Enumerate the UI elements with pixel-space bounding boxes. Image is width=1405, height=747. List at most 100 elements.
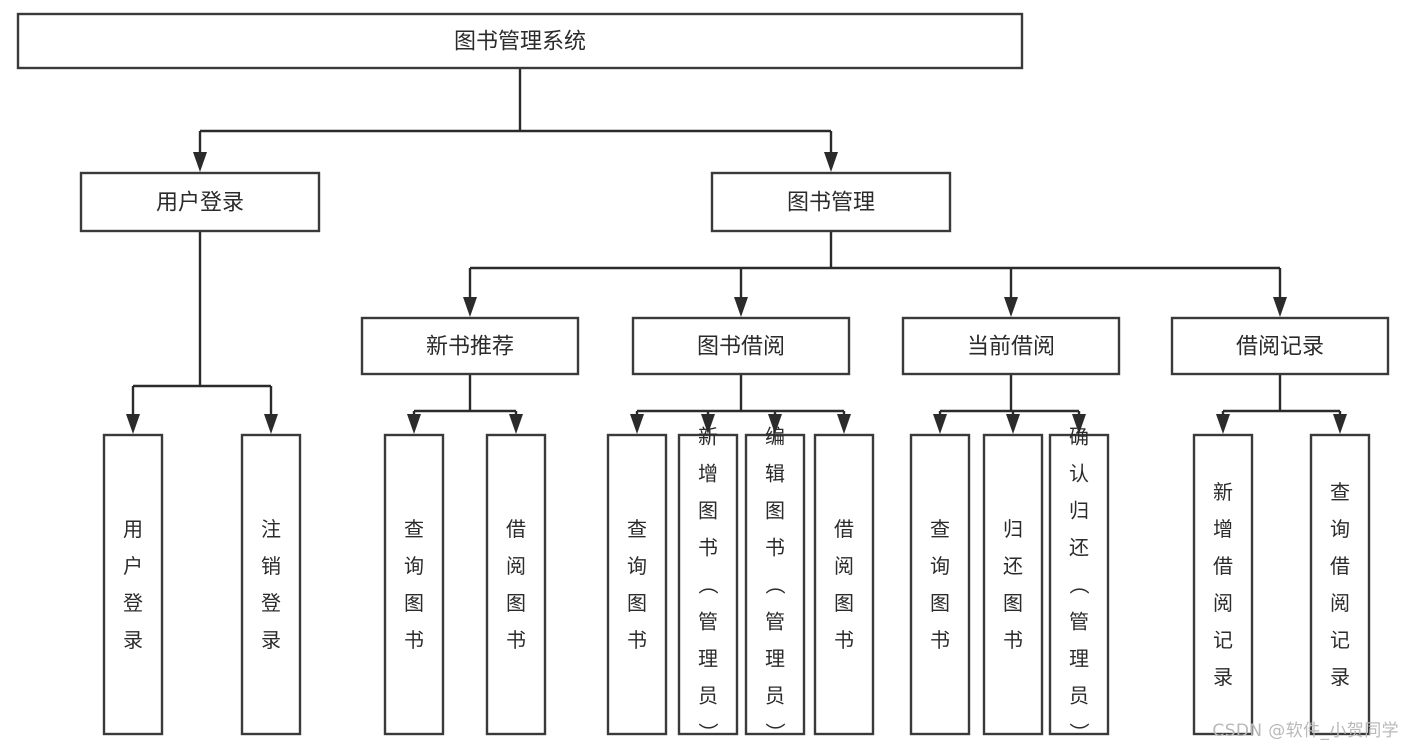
svg-text:图: 图 [404, 591, 424, 615]
svg-text:认: 认 [1069, 462, 1089, 486]
node-new-book-recommend[interactable]: 新书推荐 [360, 316, 580, 376]
node-box-leaf-edit-book [744, 433, 806, 736]
svg-text:图: 图 [1003, 591, 1023, 615]
arrow-head-icon [701, 414, 715, 434]
node-box-leaf-add-book [677, 433, 739, 736]
connector-group-book-borrow [630, 374, 851, 434]
svg-text:管: 管 [765, 610, 785, 634]
svg-text:户: 户 [123, 554, 143, 578]
node-user-login[interactable]: 用户登录 [79, 171, 321, 233]
svg-text:书: 书 [765, 536, 785, 560]
svg-text:归: 归 [1069, 499, 1089, 523]
svg-text:理: 理 [1069, 647, 1089, 671]
svg-text:书: 书 [506, 628, 526, 652]
arrow-head-icon [509, 414, 523, 434]
svg-text:阅: 阅 [834, 554, 854, 578]
connector-layer [126, 68, 1347, 434]
svg-text:录: 录 [1330, 665, 1350, 689]
svg-text:书: 书 [404, 628, 424, 652]
node-box-user-login [79, 171, 321, 233]
node-box-book-borrow [631, 316, 851, 376]
connector-group-book-manage [463, 231, 1287, 317]
svg-text:注: 注 [261, 517, 281, 541]
svg-text:询: 询 [930, 554, 950, 578]
svg-text:增: 增 [698, 462, 718, 486]
node-box-leaf-return-book [982, 433, 1044, 736]
node-label-current-borrow: 当前借阅 [967, 335, 1055, 360]
svg-text:还: 还 [1069, 536, 1089, 560]
arrow-head-icon [1216, 414, 1230, 434]
svg-text:理: 理 [765, 647, 785, 671]
svg-text:确: 确 [1069, 425, 1089, 449]
svg-text:借: 借 [834, 517, 854, 541]
svg-text:增: 增 [1213, 517, 1233, 541]
svg-text:还: 还 [1003, 554, 1023, 578]
svg-text:录: 录 [1213, 665, 1233, 689]
arrow-head-icon [630, 414, 644, 434]
svg-text:查: 查 [627, 517, 647, 541]
svg-text:书: 书 [698, 536, 718, 560]
svg-text:）: ） [763, 723, 787, 743]
connector-group-new-book-recommend [407, 374, 523, 434]
node-layer: 图书管理系统用户登录图书管理新书推荐图书借阅当前借阅借阅记录用户登录注销登录查询… [16, 12, 1390, 743]
svg-text:记: 记 [1330, 628, 1350, 652]
node-borrow-record[interactable]: 借阅记录 [1170, 316, 1390, 376]
svg-text:新: 新 [1213, 480, 1233, 504]
node-box-book-manage [710, 171, 952, 233]
svg-text:书: 书 [834, 628, 854, 652]
arrow-head-icon [126, 414, 140, 434]
node-box-leaf-query-book-rec [383, 433, 445, 736]
svg-text:图: 图 [765, 499, 785, 523]
svg-text:书: 书 [627, 628, 647, 652]
svg-text:查: 查 [1330, 480, 1350, 504]
node-leaf-user-login[interactable]: 用户登录 [102, 433, 164, 736]
svg-text:（: （ [1067, 575, 1091, 595]
node-root[interactable]: 图书管理系统 [16, 12, 1024, 70]
svg-text:销: 销 [261, 554, 281, 578]
node-box-leaf-add-record [1192, 433, 1254, 736]
svg-text:询: 询 [404, 554, 424, 578]
node-current-borrow[interactable]: 当前借阅 [901, 316, 1121, 376]
arrow-head-icon [1333, 414, 1347, 434]
svg-text:管: 管 [1069, 610, 1089, 634]
svg-text:图: 图 [834, 591, 854, 615]
svg-text:查: 查 [404, 517, 424, 541]
svg-text:用: 用 [123, 517, 143, 541]
svg-text:员: 员 [765, 684, 785, 708]
svg-text:借: 借 [506, 517, 526, 541]
svg-text:阅: 阅 [1213, 591, 1233, 615]
arrow-head-icon [407, 414, 421, 434]
svg-text:）: ） [1067, 723, 1091, 743]
arrow-head-icon [933, 414, 947, 434]
node-label-borrow-record: 借阅记录 [1236, 335, 1324, 360]
node-book-borrow[interactable]: 图书借阅 [631, 316, 851, 376]
node-box-borrow-record [1170, 316, 1390, 376]
svg-text:书: 书 [1003, 628, 1023, 652]
node-box-leaf-query-book-bor [606, 433, 668, 736]
node-label-book-manage: 图书管理 [787, 191, 875, 216]
svg-text:询: 询 [627, 554, 647, 578]
svg-text:阅: 阅 [506, 554, 526, 578]
svg-text:借: 借 [1330, 554, 1350, 578]
svg-text:员: 员 [698, 684, 718, 708]
arrow-head-icon [264, 414, 278, 434]
svg-text:录: 录 [123, 628, 143, 652]
arrow-head-icon [837, 414, 851, 434]
node-book-manage[interactable]: 图书管理 [710, 171, 952, 233]
svg-text:阅: 阅 [1330, 591, 1350, 615]
node-label-user-login: 用户登录 [156, 191, 244, 216]
